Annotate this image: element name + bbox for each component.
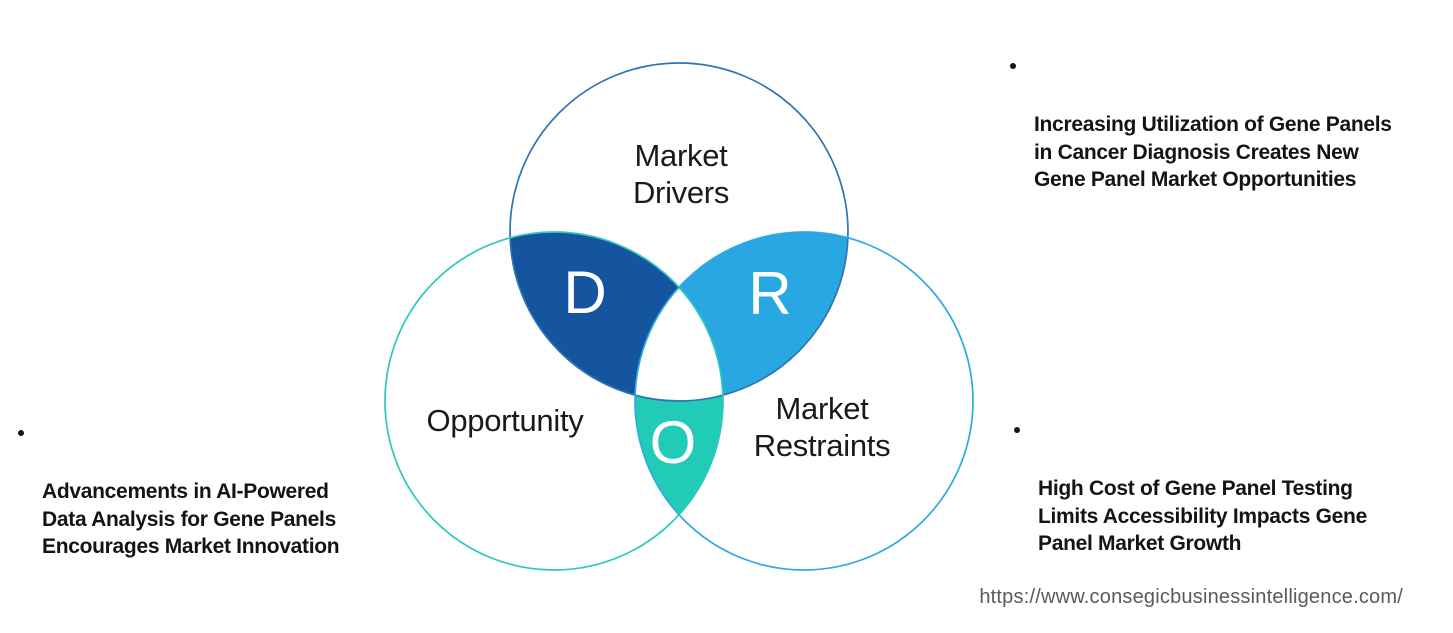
label-opportunity: Opportunity <box>426 403 584 438</box>
venn-circle-drivers <box>509 62 849 402</box>
venn-lens-o <box>634 395 724 515</box>
venn-circle-restraints <box>634 231 974 571</box>
bullet-dot-icon <box>18 430 24 436</box>
letter-o: O <box>649 409 697 476</box>
venn-lens-r <box>679 232 848 395</box>
label-market-restraints: Market Restraints <box>753 391 891 463</box>
bullet-dot-icon <box>1010 63 1016 69</box>
bullet-dot-icon <box>1014 427 1020 433</box>
source-url: https://www.consegicbusinessintelligence… <box>979 586 1403 608</box>
letter-r: R <box>748 260 792 327</box>
label-market-drivers: Market Drivers <box>632 138 730 210</box>
bullet-restraints-text: High Cost of Gene Panel Testing Limits A… <box>1038 477 1367 555</box>
bullet-restraints: High Cost of Gene Panel Testing Limits A… <box>1014 420 1418 558</box>
bullet-drivers: Advancements in AI-Powered Data Analysis… <box>18 423 392 561</box>
bullet-opportunities-text: Increasing Utilization of Gene Panels in… <box>1034 113 1392 191</box>
letter-d: D <box>563 259 607 326</box>
bullet-drivers-text: Advancements in AI-Powered Data Analysis… <box>42 480 340 558</box>
venn-circle-opportunity <box>384 231 724 571</box>
bullet-opportunities: Increasing Utilization of Gene Panels in… <box>1010 56 1444 194</box>
venn-lens-d <box>510 232 679 395</box>
